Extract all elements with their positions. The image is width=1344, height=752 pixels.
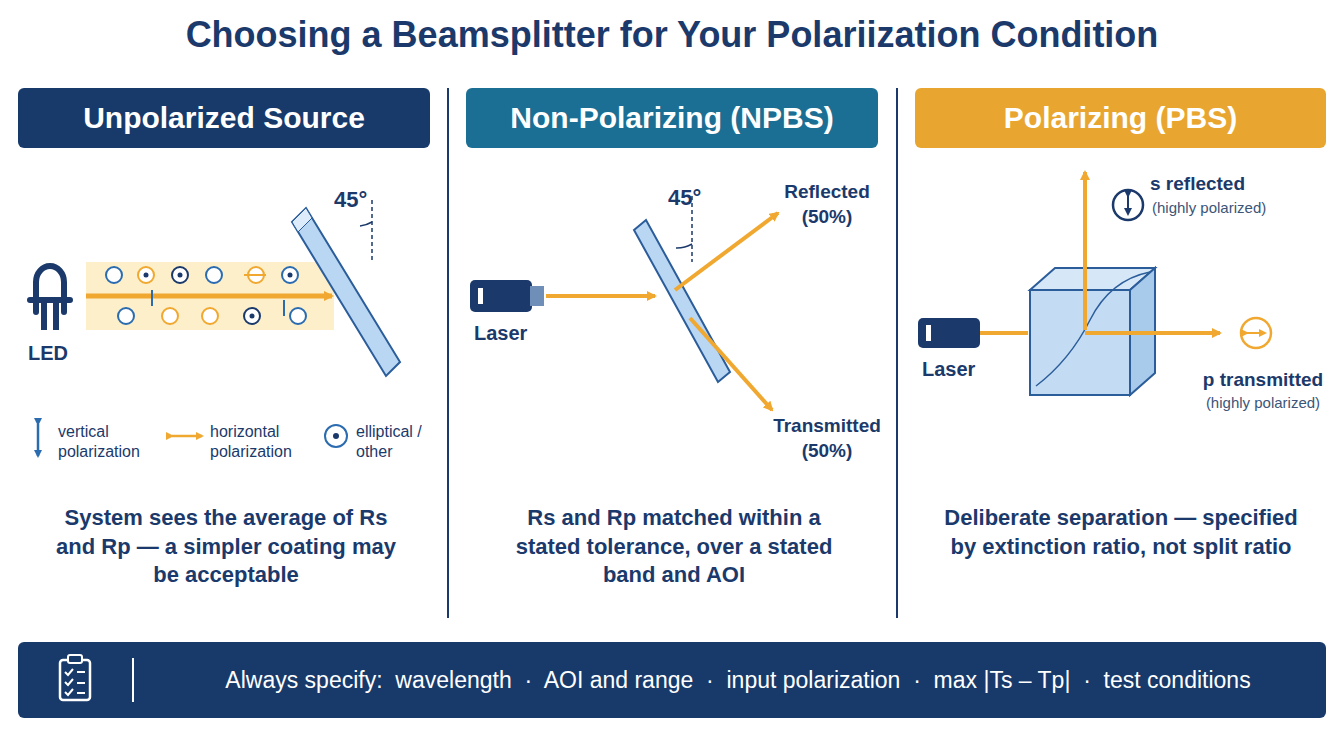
title: Choosing a Beamsplitter for Your Polarii…	[0, 14, 1344, 56]
body-text: Rs and Rp matched within a stated tolera…	[496, 504, 852, 590]
body-text: System sees the average of Rs and Rp — a…	[48, 504, 404, 590]
legend-text: horizontal polarization	[210, 422, 314, 462]
beam-label: s reflected	[1150, 172, 1245, 197]
header-text: Polarizing (PBS)	[1004, 101, 1237, 135]
header-band: Non-Polarizing (NPBS)	[466, 88, 878, 148]
beam-label: Transmitted (50%)	[752, 414, 902, 463]
beam-label: p transmitted	[1196, 368, 1330, 393]
footer-band: Always specify: wavelength · AOI and ran…	[18, 642, 1326, 718]
body-text: Deliberate separation — specified by ext…	[936, 504, 1306, 561]
footer-text: Always specify: wavelength · AOI and ran…	[158, 667, 1318, 694]
legend-text: vertical polarization	[58, 422, 158, 462]
source-label: LED	[28, 340, 68, 366]
header-text: Unpolarized Source	[83, 101, 365, 135]
beam-note: (highly polarized)	[1152, 198, 1266, 218]
angle-label: 45°	[668, 184, 701, 213]
header-text: Non-Polarizing (NPBS)	[510, 101, 833, 135]
beam-note: (highly polarized)	[1190, 393, 1336, 413]
angle-label: 45°	[334, 186, 367, 215]
beam-label: Reflected (50%)	[762, 180, 892, 229]
source-label: Laser	[922, 356, 975, 382]
source-label: Laser	[474, 320, 527, 346]
legend-text: elliptical / other	[356, 422, 442, 462]
clipboard-icon	[18, 642, 158, 718]
header-band: Unpolarized Source	[18, 88, 430, 148]
header-band: Polarizing (PBS)	[915, 88, 1326, 148]
